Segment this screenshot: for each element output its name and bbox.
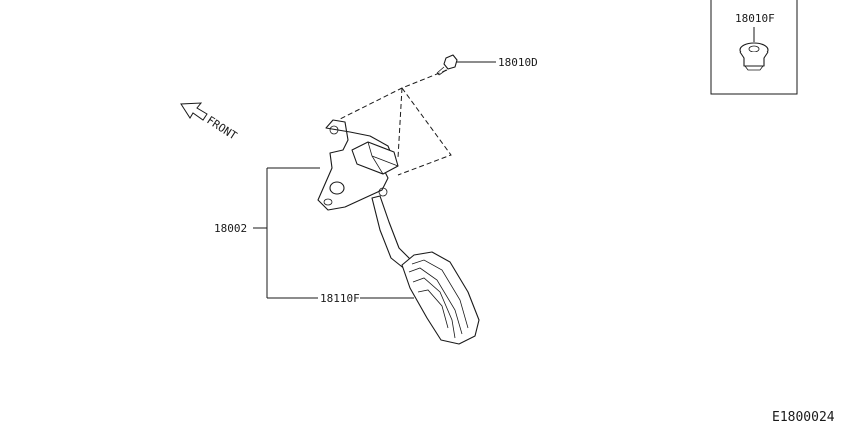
pedal-assembly-part	[317, 119, 414, 271]
bolt-part	[436, 54, 458, 76]
leader-bracket	[253, 167, 414, 299]
diagram-code: E1800024	[772, 410, 835, 425]
callout-bolt: 18010D	[498, 56, 538, 69]
callout-pedal-pad: 18110F	[320, 292, 360, 305]
front-label: FRONT	[204, 114, 239, 143]
cap-part	[739, 42, 769, 71]
callout-inset-cap: 18010F	[735, 12, 775, 25]
pedal-pad-part	[401, 251, 480, 345]
installation-guide-lines	[337, 69, 452, 176]
inset-box	[710, 0, 798, 95]
callout-pedal-assembly: 18002	[214, 222, 247, 235]
front-arrow-icon	[180, 102, 208, 121]
